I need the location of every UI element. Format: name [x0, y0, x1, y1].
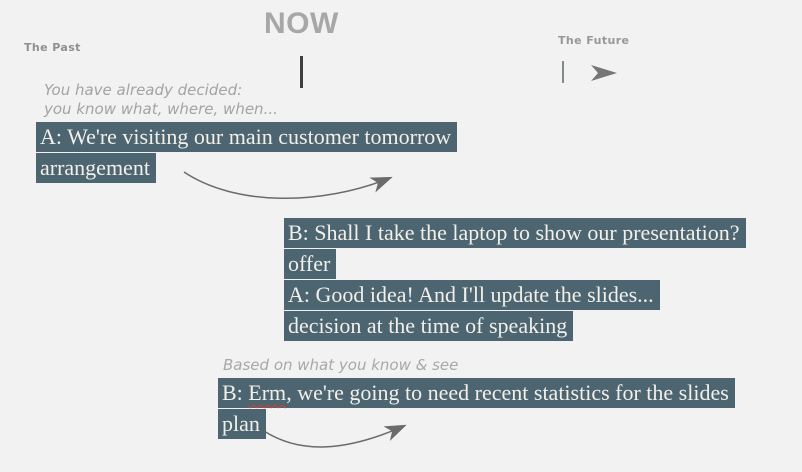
- dialogue-1-line: A: We're visiting our main customer tomo…: [36, 122, 458, 152]
- dialogue-block-2: B: Shall I take the laptop to show our p…: [284, 218, 746, 342]
- dialogue-3-misspelled-word: Erm: [248, 380, 287, 405]
- intro-note-line-2: you know what, where, when...: [44, 100, 278, 118]
- future-label: The Future: [558, 34, 630, 47]
- dialogue-3-line: B: Erm, we're going to need recent stati…: [218, 378, 735, 408]
- dialogue-3-rest: , we're going to need recent statistics …: [286, 380, 729, 405]
- dialogue-1-grammar-label: arrangement: [36, 153, 156, 183]
- dialogue-2-grammar-label-decision: decision at the time of speaking: [284, 311, 574, 341]
- now-tick: [300, 56, 303, 88]
- timeline-arrowhead-icon: [591, 65, 617, 81]
- future-tick: [562, 61, 564, 83]
- dialogue-block-3: B: Erm, we're going to need recent stati…: [218, 378, 735, 440]
- now-label: NOW: [264, 7, 339, 40]
- dialogue-3-grammar-label: plan: [218, 409, 266, 439]
- intro-note-line-1: You have already decided:: [44, 81, 243, 99]
- bottom-note: Based on what you know & see: [223, 356, 459, 374]
- past-label: The Past: [24, 41, 81, 54]
- dialogue-block-1: A: We're visiting our main customer tomo…: [36, 122, 458, 184]
- dialogue-3-prefix: B:: [222, 380, 249, 405]
- dialogue-2-line-b: B: Shall I take the laptop to show our p…: [284, 218, 746, 248]
- dialogue-2-line-a: A: Good idea! And I'll update the slides…: [284, 280, 660, 310]
- intro-note: You have already decided: you know what,…: [44, 81, 278, 119]
- dialogue-2-grammar-label-offer: offer: [284, 249, 337, 279]
